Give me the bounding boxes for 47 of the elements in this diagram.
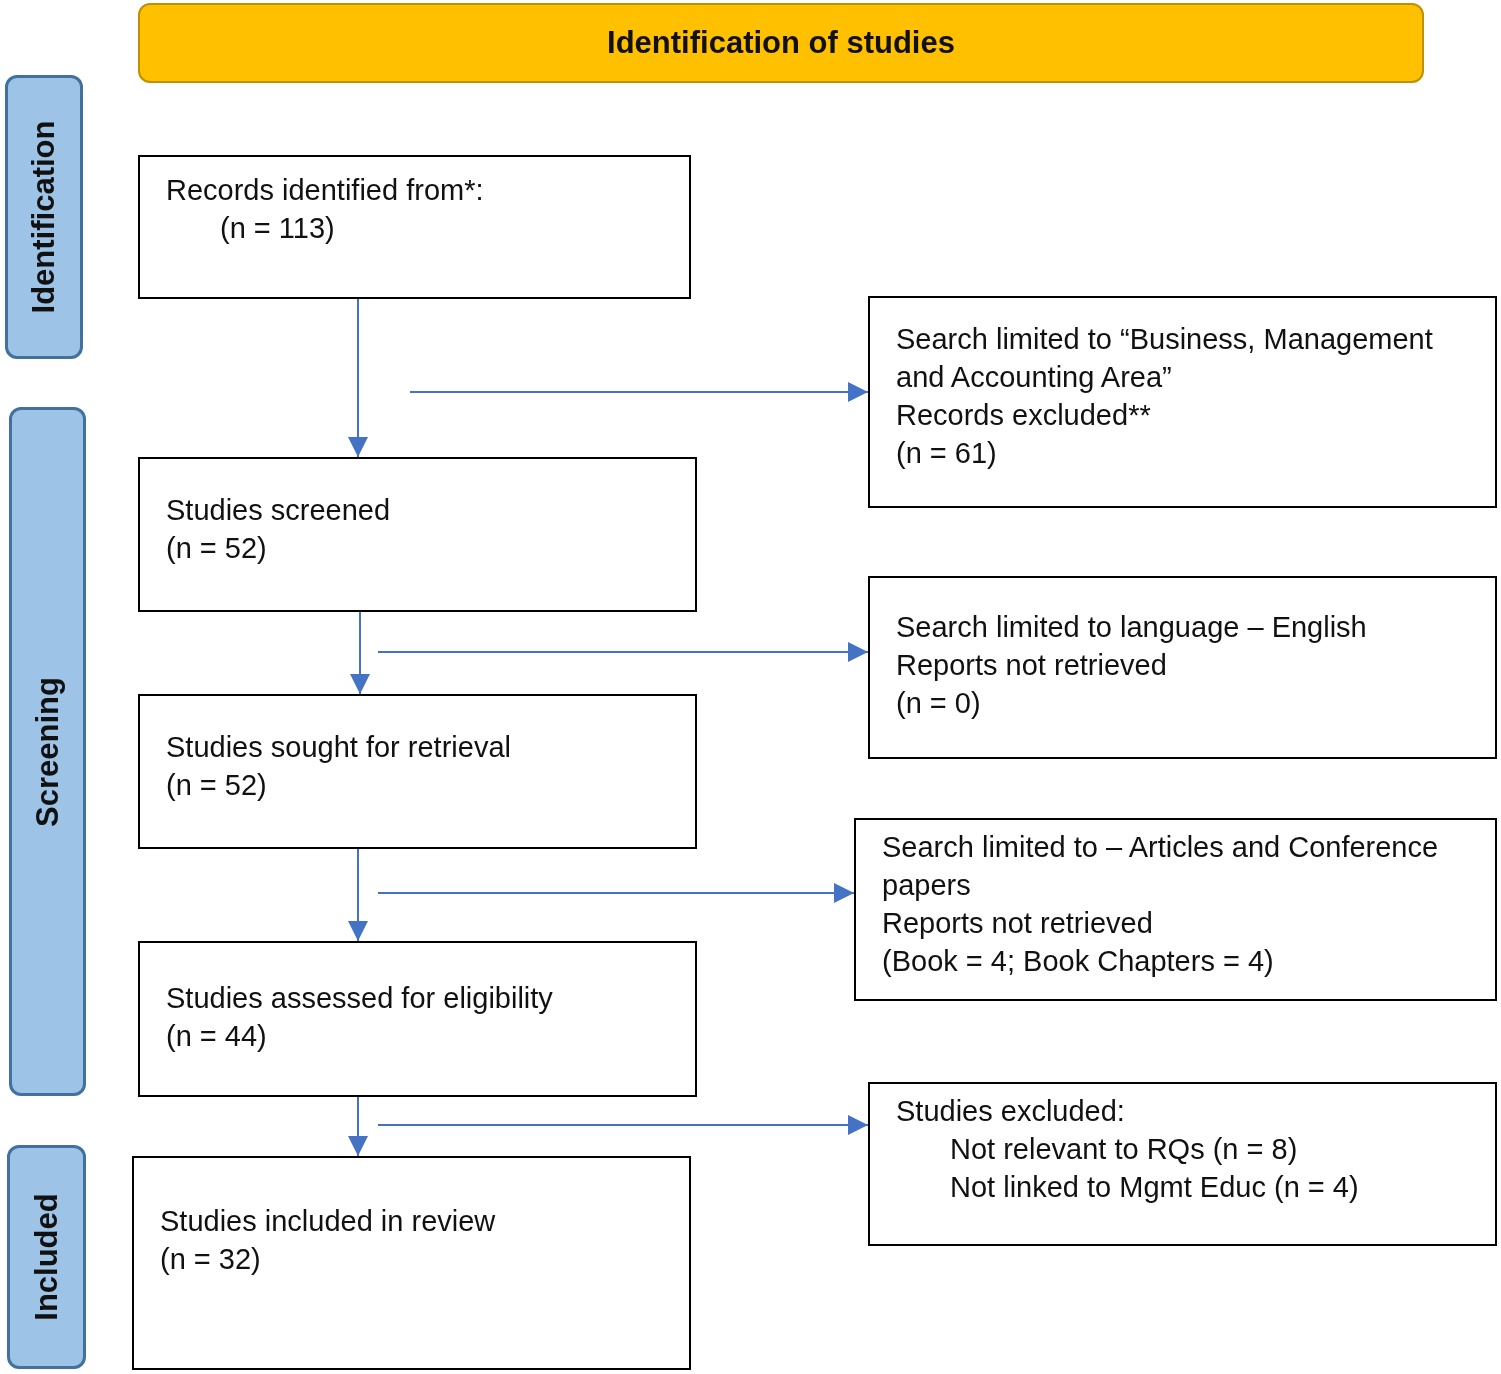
process-box	[138, 457, 697, 612]
box-text: (n = 32)	[160, 1242, 261, 1277]
box-text: Not linked to Mgmt Educ (n = 4)	[950, 1170, 1359, 1205]
phase-label	[7, 1145, 86, 1369]
process-box	[138, 694, 697, 849]
box-text: Not relevant to RQs (n = 8)	[950, 1132, 1298, 1167]
box-text: Search limited to language – English	[896, 610, 1367, 645]
box-text: (n = 0)	[896, 686, 981, 721]
box-text: Reports not retrieved	[882, 906, 1153, 941]
arrow	[348, 298, 368, 458]
box-text: Search limited to “Business, Management and Accounting Area”	[896, 322, 1434, 395]
box-text: (n = 61)	[896, 436, 997, 471]
box-text: (n = 52)	[166, 768, 267, 803]
phase-label	[5, 75, 83, 359]
box-text: (Book = 4; Book Chapters = 4)	[882, 944, 1274, 979]
process-box	[132, 1156, 691, 1370]
exclusion-box	[868, 576, 1497, 759]
arrow	[377, 883, 855, 903]
box-text: Studies excluded:	[896, 1094, 1125, 1129]
arrow	[377, 1115, 869, 1135]
exclusion-box	[868, 296, 1497, 508]
arrow	[377, 642, 869, 662]
box-text: Records identified from*:	[166, 173, 484, 208]
arrow	[348, 1096, 368, 1157]
process-box	[138, 155, 691, 299]
arrow	[350, 611, 370, 695]
box-text: Studies assessed for eligibility	[166, 981, 553, 1016]
box-text: (n = 52)	[166, 531, 267, 566]
header-text: Identification of studies	[607, 25, 955, 61]
section-header	[138, 3, 1424, 83]
phase-text: Screening	[29, 676, 66, 827]
exclusion-box	[854, 818, 1497, 1001]
box-text: (n = 113)	[220, 211, 335, 246]
arrow	[409, 382, 869, 402]
box-text: Studies included in review	[160, 1204, 496, 1239]
process-box	[138, 941, 697, 1097]
box-text: Studies sought for retrieval	[166, 730, 511, 765]
box-text: (n = 44)	[166, 1019, 267, 1054]
box-text: Records excluded**	[896, 398, 1151, 433]
phase-text: Included	[28, 1193, 65, 1321]
box-text: Studies screened	[166, 493, 391, 528]
phase-label	[9, 407, 86, 1096]
box-text: Reports not retrieved	[896, 648, 1167, 683]
exclusion-box	[868, 1082, 1497, 1246]
phase-text: Identification	[26, 120, 62, 314]
box-text: Search limited to – Articles and Conference papers	[882, 830, 1440, 903]
arrow	[348, 848, 368, 942]
